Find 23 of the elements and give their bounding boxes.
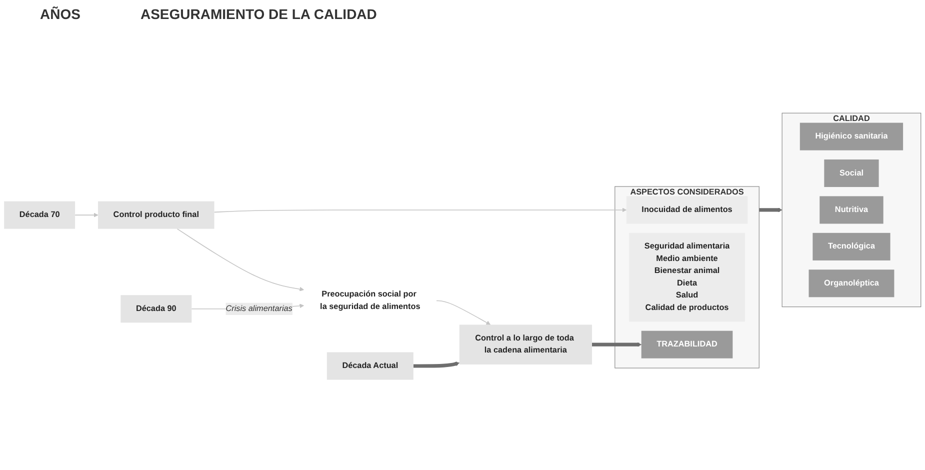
column-heading: ASEGURAMIENTO DE LA CALIDAD [140,6,377,24]
node-box: Control a lo largo de toda la cadena alimentaria [459,324,592,364]
node-box: Control producto final [98,200,214,228]
arrow [74,212,98,217]
column-heading: AÑOS [40,6,80,24]
node-box: Nutritiva [820,196,884,224]
node-text: Preocupación social por la seguridad de alimentos [320,290,420,311]
arrow [413,361,460,368]
node-box: Higiénico sanitaria [800,122,904,150]
node-box: Década 90 [120,294,192,322]
arrow [592,342,642,346]
node-box: Tecnológica [812,232,890,260]
edge-label: Crisis alimentarias [226,304,292,313]
arrow [214,207,627,212]
node-box: Social [824,159,879,187]
node-box: Década Actual [326,352,414,380]
arrow [759,207,782,212]
node-box: Inocuidad de alimentos [626,196,748,224]
arrow [436,300,491,324]
node-box: Década 70 [4,200,76,228]
arrow [176,228,304,291]
node-box: Organoléptica [808,269,894,297]
node-box: TRAZABILIDAD [641,330,733,358]
